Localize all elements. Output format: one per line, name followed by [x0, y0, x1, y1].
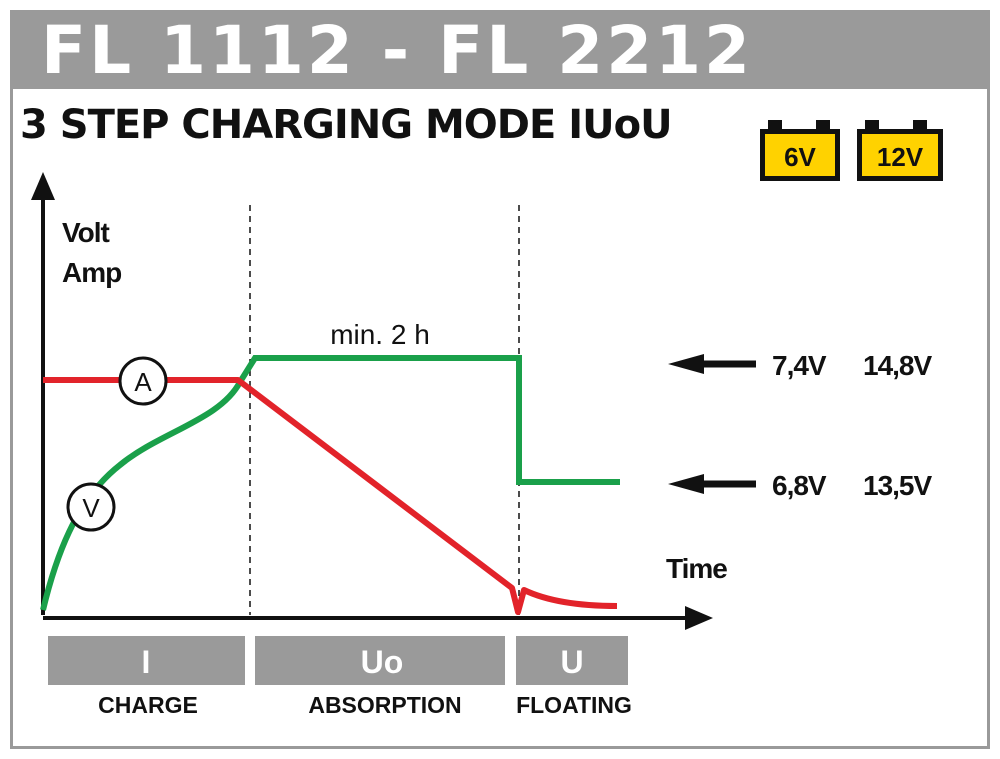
level-high-12v: 14,8V	[863, 350, 932, 381]
level-high-6v: 7,4V	[772, 350, 827, 381]
header-title: FL 1112 - FL 2212	[41, 12, 753, 89]
volt-marker-label: V	[82, 493, 100, 523]
x-axis-label-time: Time	[666, 553, 727, 584]
battery-label-12v: 12V	[877, 142, 924, 172]
phase-name: CHARGE	[98, 692, 198, 718]
arrow-left-icon	[668, 354, 756, 374]
phase-code: U	[560, 644, 583, 680]
battery-icon: 6V	[760, 120, 840, 181]
volt-marker: V	[66, 482, 116, 532]
voltage-curve	[40, 355, 620, 611]
current-curve	[43, 377, 618, 615]
amp-marker: A	[118, 356, 168, 406]
x-axis-arrow	[685, 606, 713, 630]
phase-code: I	[142, 644, 151, 680]
page-title: 3 STEP CHARGING MODE IUoU	[20, 102, 673, 148]
phase-floating: U FLOATING	[516, 636, 632, 718]
phase-name: ABSORPTION	[308, 692, 461, 718]
phase-charge: I CHARGE	[48, 636, 245, 718]
phase-absorption: Uo ABSORPTION	[255, 636, 505, 718]
amp-marker-label: A	[134, 367, 152, 397]
phase-name: FLOATING	[516, 692, 632, 718]
y-axis-label-amp: Amp	[62, 257, 121, 288]
y-axis-arrow	[31, 172, 55, 200]
level-low-6v: 6,8V	[772, 470, 827, 501]
battery-icon: 12V	[857, 120, 943, 181]
y-axis-label-volt: Volt	[62, 217, 109, 248]
arrow-left-icon	[668, 474, 756, 494]
level-low-12v: 13,5V	[863, 470, 932, 501]
header-bar: FL 1112 - FL 2212	[13, 13, 987, 89]
phase-code: Uo	[361, 644, 404, 680]
duration-annotation: min. 2 h	[330, 319, 430, 350]
battery-label-6v: 6V	[784, 142, 816, 172]
